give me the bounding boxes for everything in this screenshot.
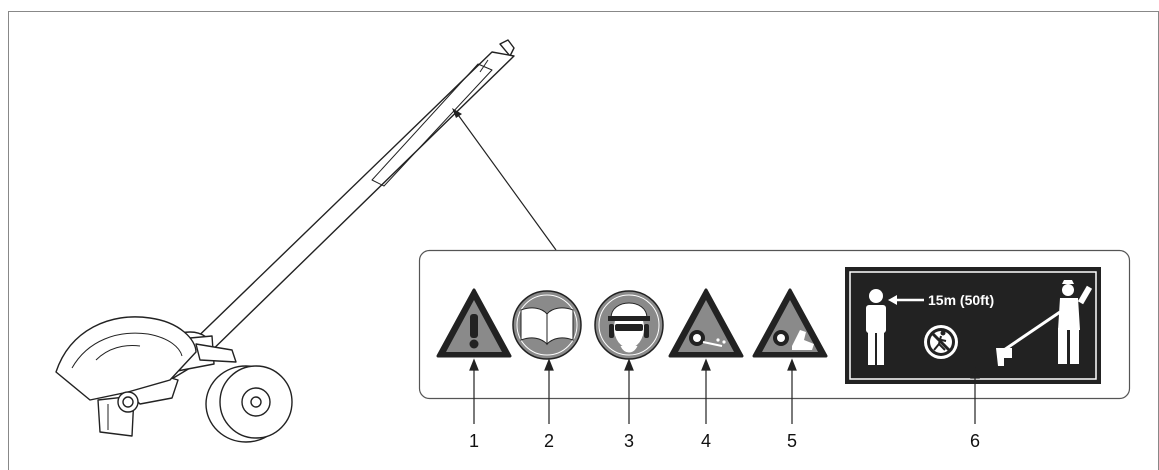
callout-number-3: 3	[624, 431, 634, 451]
no-pedestrian-icon	[924, 325, 958, 359]
keep-distance-sign: 15m (50ft)	[845, 267, 1101, 384]
edger-tool-illustration	[55, 39, 515, 443]
leader-arrowhead	[452, 108, 462, 118]
leader-line	[455, 111, 557, 251]
callout-number-6: 6	[970, 431, 980, 451]
operator-icon	[996, 280, 1093, 366]
callout-number-4: 4	[701, 431, 711, 451]
figure-frame	[8, 11, 1159, 470]
thrown-objects-icon	[668, 288, 744, 358]
bystander-icon	[866, 289, 886, 365]
callout-number-2: 2	[544, 431, 554, 451]
callout-number-5: 5	[787, 431, 797, 451]
distance-label: 15m (50ft)	[928, 292, 994, 308]
handle-cap	[499, 39, 515, 57]
foot-injury-icon	[752, 288, 828, 358]
callout-number-1: 1	[469, 431, 479, 451]
shaft-grip	[371, 63, 493, 187]
protection-gear-icon	[594, 290, 664, 360]
callout-arrows	[469, 358, 980, 424]
warning-icon	[436, 288, 512, 358]
read-manual-icon	[512, 290, 582, 360]
